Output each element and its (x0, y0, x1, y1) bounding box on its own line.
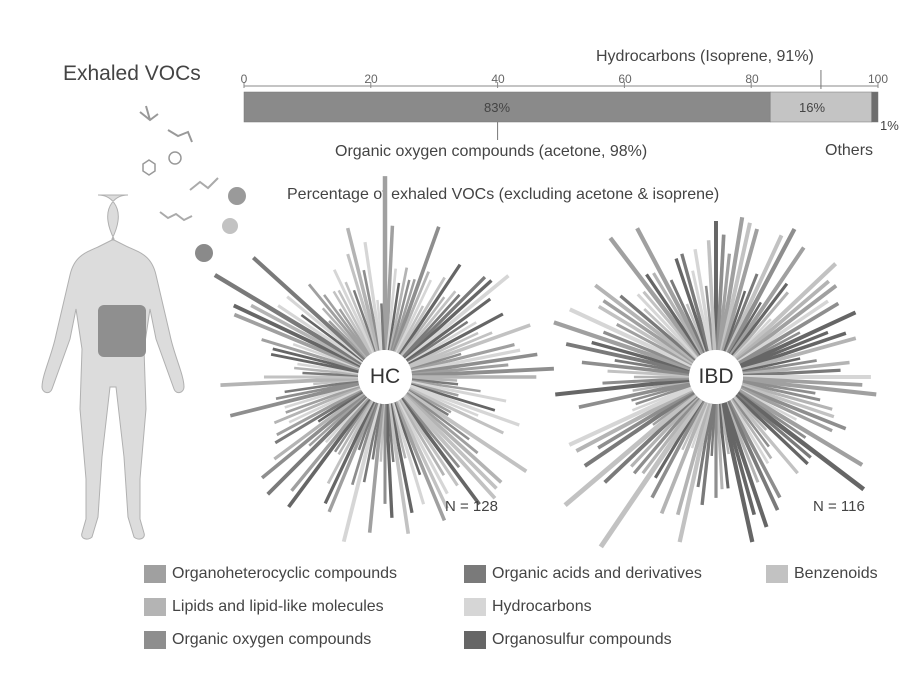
legend-label: Organic acids and derivatives (492, 565, 702, 583)
legend-item: Lipids and lipid-like molecules (144, 598, 384, 616)
radial-bar (251, 305, 361, 364)
molecule-icon (143, 160, 155, 175)
legend-item: Organosulfur compounds (464, 631, 672, 649)
molecule-icon (190, 178, 218, 190)
panel-n-ibd: N = 116 (813, 498, 865, 515)
legend-item: Organic acids and derivatives (464, 565, 702, 583)
legend-label: Organoheterocyclic compounds (172, 565, 397, 583)
legend-swatch (464, 631, 486, 649)
legend-swatch (766, 565, 788, 583)
legend-label: Organosulfur compounds (492, 631, 672, 649)
molecule-icon (140, 106, 158, 120)
legend-item: Organic oxygen compounds (144, 631, 371, 649)
legend-swatch (464, 565, 486, 583)
molecule-icon (168, 130, 192, 142)
legend-swatch (144, 631, 166, 649)
molecule-icon (222, 218, 238, 234)
molecule-icon (160, 212, 192, 220)
panel-label-hc: HC (370, 365, 400, 389)
legend-item: Organoheterocyclic compounds (144, 565, 397, 583)
molecule-icon (195, 244, 213, 262)
legend-swatch (144, 598, 166, 616)
legend-label: Benzenoids (794, 565, 878, 583)
colon-highlight (98, 305, 146, 357)
legend-label: Hydrocarbons (492, 598, 592, 616)
legend-label: Organic oxygen compounds (172, 631, 371, 649)
legend-swatch (144, 565, 166, 583)
molecule-icon (169, 152, 181, 164)
panel-label-ibd: IBD (698, 365, 733, 389)
legend-swatch (464, 598, 486, 616)
legend-item: Benzenoids (766, 565, 878, 583)
legend-label: Lipids and lipid-like molecules (172, 598, 384, 616)
panel-n-hc: N = 128 (445, 498, 498, 515)
molecule-icon (228, 187, 246, 205)
legend-item: Hydrocarbons (464, 598, 592, 616)
human-figure-illustration (42, 195, 184, 539)
